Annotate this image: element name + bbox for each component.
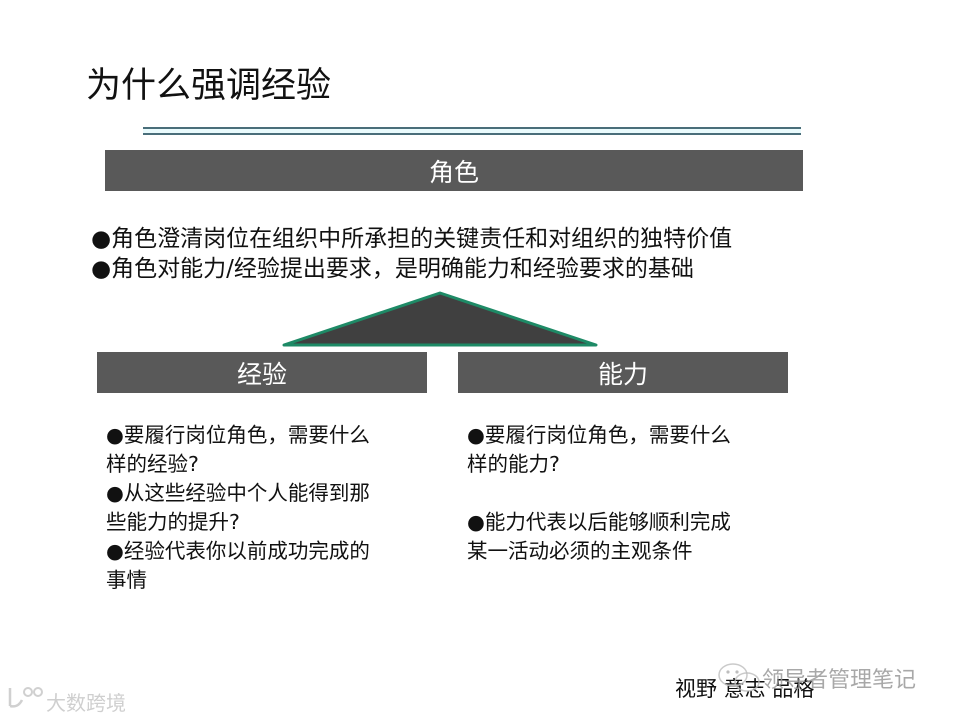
experience-header-label: 经验 bbox=[236, 359, 287, 389]
ability-bullet-2-line-2: 某一活动必须的主观条件 bbox=[467, 539, 693, 563]
role-header-bar: 角色 bbox=[105, 150, 803, 191]
wechat-icon bbox=[718, 663, 760, 692]
watermark-text: 领导者管理笔记 bbox=[762, 668, 917, 693]
logo-text: 大数跨境 bbox=[46, 691, 126, 715]
ability-header-bar: 能力 bbox=[458, 352, 788, 393]
ability-bullet-1-line-2: 样的能力? bbox=[467, 452, 560, 476]
ability-header-label: 能力 bbox=[597, 359, 648, 389]
experience-bullet-3-line-2: 事情 bbox=[106, 568, 147, 592]
triangle-connector-icon bbox=[282, 291, 598, 347]
experience-bullet-3-line-1: ●经验代表你以前成功完成的 bbox=[106, 539, 370, 563]
role-bullet-1: ●角色澄清岗位在组织中所承担的关键责任和对组织的独特价值 bbox=[91, 226, 733, 252]
ability-bullet-1-line-1: ●要履行岗位角色，需要什么 bbox=[467, 423, 731, 447]
ability-bullet-spacer bbox=[467, 479, 731, 508]
ability-bullet-list: ●要履行岗位角色，需要什么 样的能力? ●能力代表以后能够顺利完成 某一活动必须… bbox=[467, 421, 731, 566]
title-underline-top bbox=[143, 127, 801, 129]
experience-bullet-2-line-2: 些能力的提升? bbox=[106, 510, 240, 534]
experience-header-bar: 经验 bbox=[97, 352, 427, 393]
role-bullet-list: ●角色澄清岗位在组织中所承担的关键责任和对组织的独特价值 ●角色对能力/经验提出… bbox=[91, 224, 732, 284]
experience-bullet-1-line-2: 样的经验? bbox=[106, 452, 199, 476]
role-header-label: 角色 bbox=[428, 157, 479, 187]
experience-bullet-list: ●要履行岗位角色，需要什么 样的经验? ●从这些经验中个人能得到那 些能力的提升… bbox=[106, 421, 370, 595]
page-title: 为什么强调经验 bbox=[86, 66, 332, 106]
experience-bullet-1-line-1: ●要履行岗位角色，需要什么 bbox=[106, 423, 370, 447]
role-bullet-2: ●角色对能力/经验提出要求，是明确能力和经验要求的基础 bbox=[91, 256, 694, 282]
experience-bullet-2-line-1: ●从这些经验中个人能得到那 bbox=[106, 481, 370, 505]
title-underline-band bbox=[143, 129, 801, 134]
ability-bullet-2-line-1: ●能力代表以后能够顺利完成 bbox=[467, 510, 731, 534]
title-underline-bottom bbox=[143, 133, 801, 135]
logo-icon bbox=[8, 687, 43, 708]
